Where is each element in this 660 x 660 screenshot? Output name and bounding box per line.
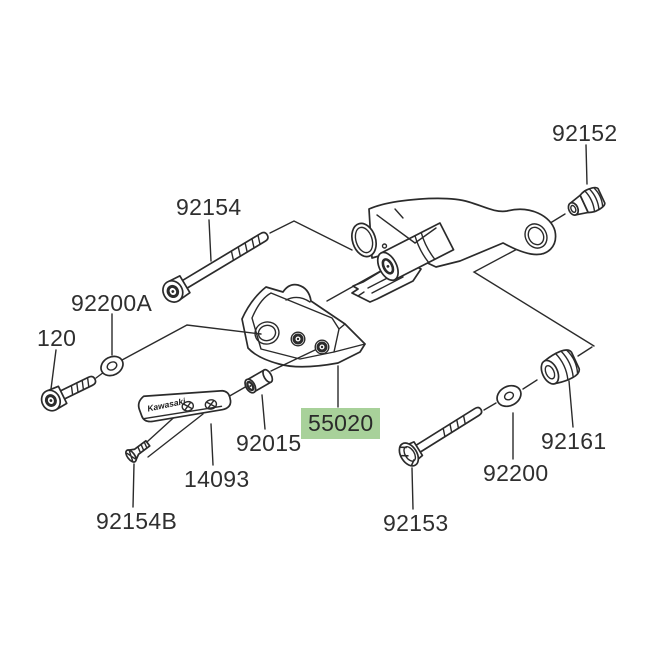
part-label-92154: 92154 — [176, 194, 242, 220]
part-92161-damper — [540, 349, 581, 385]
part-label-120: 120 — [37, 325, 77, 351]
part-92015-spacer — [244, 368, 274, 394]
leader-92015 — [261, 394, 266, 430]
pad-threaded-hole-2 — [314, 339, 330, 355]
part-label-92154B: 92154B — [96, 508, 178, 534]
part-120-bolt — [40, 375, 97, 412]
part-92154B-screw — [125, 439, 151, 463]
part-label-92153: 92153 — [383, 510, 449, 536]
part-label-92200: 92200 — [483, 460, 549, 486]
axis-seg-washer-bolt — [483, 402, 497, 411]
pad-large-hole — [254, 321, 280, 345]
leader-120 — [50, 349, 57, 390]
arm-surface-details — [376, 208, 437, 249]
part-label-55020-highlighted: 55020 — [301, 408, 381, 440]
part-label-92200A: 92200A — [71, 290, 153, 316]
part-92153-bolt — [398, 406, 483, 467]
label-leader-lines — [50, 144, 588, 510]
part-label-92015: 92015 — [236, 430, 302, 456]
pad-threaded-hole-1 — [290, 331, 306, 347]
leader-92161 — [568, 380, 574, 428]
arm-bushing-cylinder — [376, 222, 455, 282]
arm-lug-hole — [524, 223, 548, 249]
part-14093-plate: Kawasaki — [137, 389, 232, 423]
part-92200-washer — [496, 384, 522, 408]
axis-seg-92161-back — [577, 346, 593, 357]
leader-92154 — [208, 219, 212, 262]
leader-92153 — [411, 467, 414, 510]
part-55020-slider-pad — [241, 283, 366, 368]
axis-washer-to-pad-hole — [121, 324, 262, 361]
leader-14093 — [210, 423, 214, 466]
arm-bracket-drawing — [351, 197, 557, 303]
leader-92154B — [132, 463, 135, 508]
part-92152-bushing — [567, 186, 606, 216]
part-label-92152: 92152 — [552, 120, 618, 146]
plate-hole-1 — [181, 400, 195, 412]
part-label-92161: 92161 — [541, 428, 607, 454]
axis-arm-to-92161 — [472, 246, 595, 347]
axis-spacer-to-pad-hole — [270, 349, 316, 372]
plate-hole-2 — [204, 399, 218, 410]
leader-92152 — [585, 144, 588, 185]
part-92200A-washer — [100, 355, 124, 377]
axis-seg-92161-washer — [522, 379, 538, 390]
axis-screw-to-plate-hole2 — [147, 413, 204, 458]
part-label-14093: 14093 — [184, 466, 250, 492]
part-92154-bolt — [162, 231, 269, 303]
axis-92154-to-arm — [269, 220, 353, 251]
arm-left-boss — [351, 222, 377, 258]
